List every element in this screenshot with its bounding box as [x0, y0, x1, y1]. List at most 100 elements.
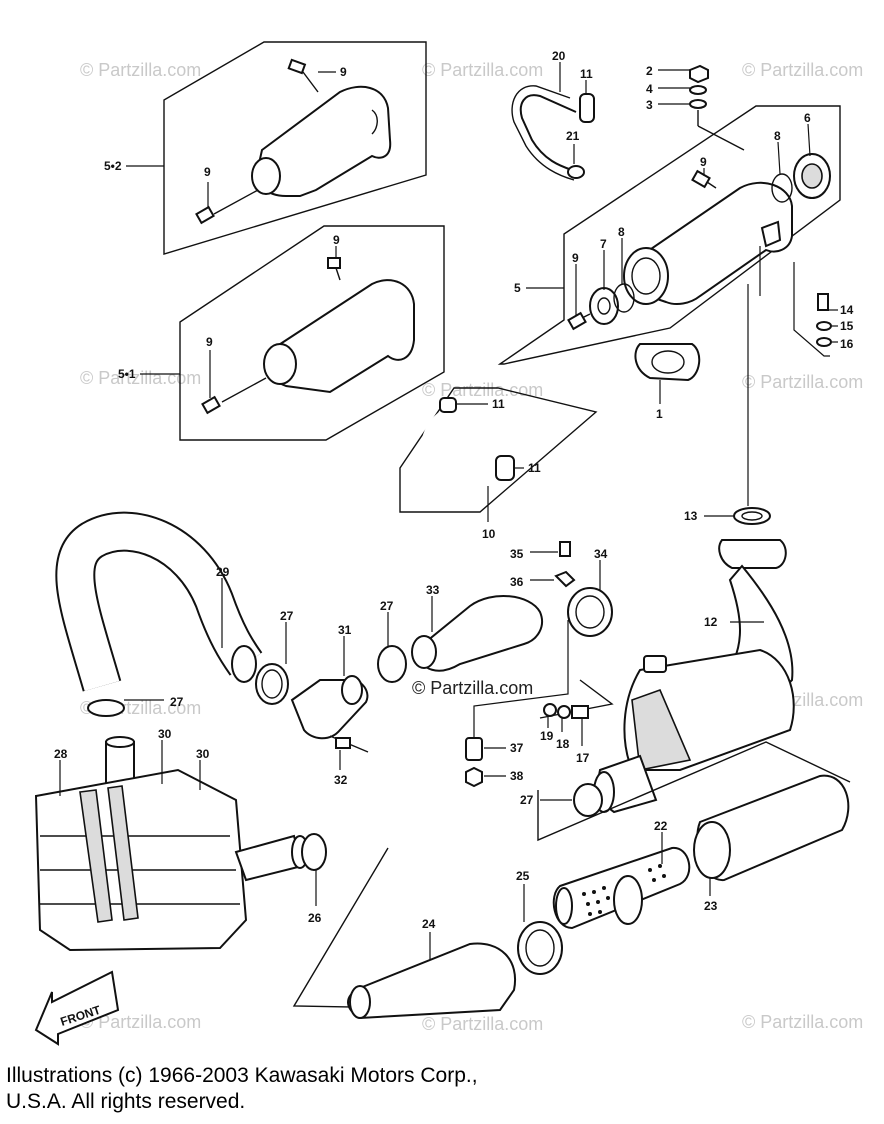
callout-8: 8 — [618, 225, 625, 239]
tube-20-outline — [511, 85, 575, 181]
silencer-inlet-5 — [623, 247, 669, 305]
callout-34: 34 — [594, 547, 608, 561]
gasket-8 — [771, 173, 793, 203]
panel-5: 2 4 3 9 8 6 9 7 8 5 14 15 16 1 — [497, 64, 854, 421]
callout-5-1: 5•1 — [118, 367, 136, 381]
callout-27: 27 — [520, 793, 534, 807]
panel-5-1-outline — [179, 225, 445, 441]
clamp-25-inner — [525, 929, 555, 967]
watermark-center: © Partzilla.com — [412, 678, 533, 698]
tailpipe-24-end — [349, 985, 371, 1019]
pipe-29-assembly: 29 27 31 32 27 33 34 35 36 — [55, 511, 613, 787]
panel-12-outline — [537, 741, 851, 842]
callout-24: 24 — [422, 917, 436, 931]
leader-line — [793, 262, 830, 357]
bolt-head-9 — [287, 58, 307, 75]
clip-11 — [579, 93, 595, 123]
chamber-shade — [631, 688, 692, 771]
watermark: © Partzilla.com — [80, 60, 201, 80]
strap-30 — [107, 785, 139, 921]
bolt-head-9 — [691, 169, 711, 189]
bolt-head-9 — [195, 205, 215, 225]
silencer-end-5-1 — [263, 343, 297, 385]
callout-13: 13 — [684, 509, 698, 523]
callout-27: 27 — [170, 695, 184, 709]
panel-5-2: 9 5•2 9 — [104, 41, 427, 255]
silencer-bracket-5 — [760, 220, 782, 248]
washer-15 — [816, 321, 832, 331]
callout-29: 29 — [216, 565, 230, 579]
callout-8: 8 — [774, 129, 781, 143]
callout-32: 32 — [334, 773, 348, 787]
washer-19 — [543, 703, 557, 717]
callout-11: 11 — [580, 67, 593, 81]
callout-37: 37 — [510, 741, 524, 755]
gasket-8 — [613, 283, 635, 313]
tube-20-assembly: 20 11 21 — [511, 49, 595, 181]
tube-20 — [519, 94, 577, 171]
watermark: © Partzilla.com — [422, 380, 543, 400]
tube-10 — [421, 406, 502, 488]
silencer-detail-5-2 — [371, 109, 378, 135]
tailpipe-assembly: 23 22 25 24 — [347, 774, 850, 1020]
copyright-line-2: U.S.A. All rights reserved. — [6, 1090, 246, 1113]
leader-line — [807, 123, 811, 157]
clamp-27 — [87, 699, 125, 717]
washer-16 — [816, 337, 832, 347]
gasket-1-hole — [651, 350, 685, 374]
muffler-28-assembly: 27 28 30 30 26 — [34, 695, 405, 1009]
copyright-line-1: Illustrations (c) 1966-2003 Kawasaki Mot… — [6, 1064, 478, 1087]
callout-5: 5 — [514, 281, 521, 295]
tube-10-assembly: 11 11 10 — [399, 387, 598, 541]
callout-25: 25 — [516, 869, 530, 883]
callout-9: 9 — [204, 165, 211, 179]
callout-15: 15 — [840, 319, 854, 333]
screw-35 — [559, 541, 571, 557]
callout-4: 4 — [646, 82, 653, 96]
bolt-head-9 — [327, 257, 341, 269]
clamp-27 — [255, 663, 289, 705]
front-arrow: FRONT — [34, 970, 120, 1046]
callout-6: 6 — [804, 111, 811, 125]
nipple-32-body — [335, 737, 351, 749]
panel-5-2-outline — [163, 41, 427, 255]
callout-18: 18 — [556, 737, 570, 751]
callout-19: 19 — [540, 729, 554, 743]
strap-30 — [79, 789, 113, 923]
callout-9: 9 — [340, 65, 347, 79]
watermark: © Partzilla.com — [742, 372, 863, 392]
silencer-inlet-inner-5 — [631, 257, 661, 295]
boot-34 — [567, 587, 613, 637]
clamp-26 — [301, 833, 327, 871]
baffle-22-flange — [613, 875, 643, 925]
gasket-13 — [733, 507, 771, 525]
clamp-25 — [517, 921, 563, 975]
cap-6-inner — [801, 163, 823, 189]
boot-34-inner — [575, 595, 605, 629]
callout-16: 16 — [840, 337, 854, 351]
gasket-13-inner — [741, 511, 763, 521]
callout-17: 17 — [576, 751, 590, 765]
callout-11: 11 — [492, 397, 505, 411]
pipe-29-end — [231, 645, 257, 683]
collar-37 — [465, 737, 483, 761]
clip-11 — [439, 397, 457, 413]
callout-33: 33 — [426, 583, 440, 597]
callout-14: 14 — [840, 303, 854, 317]
callout-9: 9 — [700, 155, 707, 169]
pipe-33-end — [411, 635, 437, 669]
callout-9: 9 — [206, 335, 213, 349]
muffler-28 — [34, 768, 248, 952]
callout-36: 36 — [510, 575, 524, 589]
exhaust-parts-diagram: © Partzilla.com © Partzilla.com © Partzi… — [34, 41, 863, 1046]
bolt-14 — [817, 293, 829, 311]
callout-20: 20 — [552, 49, 566, 63]
panel-10-outline — [399, 387, 598, 513]
callout-10: 10 — [482, 527, 496, 541]
leader-line — [777, 141, 781, 175]
bolt-shaft — [213, 189, 259, 215]
gasket-1 — [634, 343, 701, 382]
cover-23-end — [693, 821, 731, 879]
pipe-33 — [414, 595, 543, 672]
bolt-17 — [571, 705, 589, 719]
